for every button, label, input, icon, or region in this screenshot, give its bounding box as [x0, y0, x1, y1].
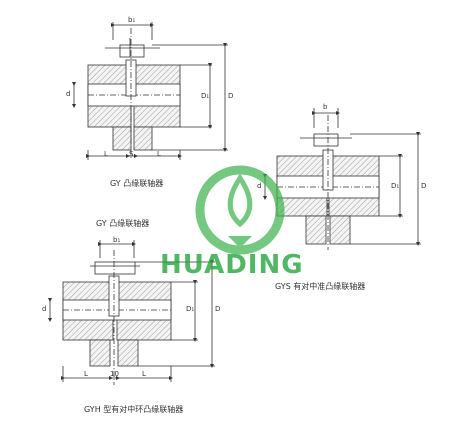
caption-gy-outer: GY 凸缘联轴器	[96, 219, 150, 228]
gyh-coupling-diagram	[48, 240, 215, 385]
dim-ring-gyh: 10	[110, 370, 119, 378]
dim-S-gy: S	[129, 150, 134, 158]
dim-D1-gys: D₁	[391, 182, 400, 190]
dim-D1-gyh: D₁	[186, 305, 195, 313]
dim-b1-gyh: b₁	[113, 236, 121, 244]
dim-D-gys: D	[421, 182, 427, 190]
dim-L-right-gy: L	[157, 150, 161, 158]
dim-b1-gy: b₁	[128, 16, 136, 24]
caption-gys: GYS 有对中准凸缘联轴器	[275, 282, 366, 291]
dim-d-gys: d	[257, 182, 262, 190]
dim-D-gyh: D	[215, 305, 221, 313]
watermark-text: HUADING	[160, 250, 304, 280]
dim-D-gy: D	[228, 92, 234, 100]
gy-coupling-diagram	[72, 22, 228, 160]
huading-logo	[195, 165, 285, 255]
gys-coupling-diagram	[263, 108, 421, 250]
dim-L-left-gy: L	[104, 150, 108, 158]
dim-d-gyh: d	[42, 305, 47, 313]
dim-b-gys: b	[323, 103, 328, 111]
caption-gyh: GYH 型有对中环凸缘联轴器	[84, 405, 184, 414]
dim-L-left-gyh: L	[84, 370, 88, 378]
dim-D1-gy: D₁	[201, 92, 210, 100]
dim-d-gy: d	[66, 90, 71, 98]
dim-L-right-gyh: L	[142, 370, 146, 378]
caption-gy-inner: GY 凸缘联轴器	[110, 179, 164, 188]
